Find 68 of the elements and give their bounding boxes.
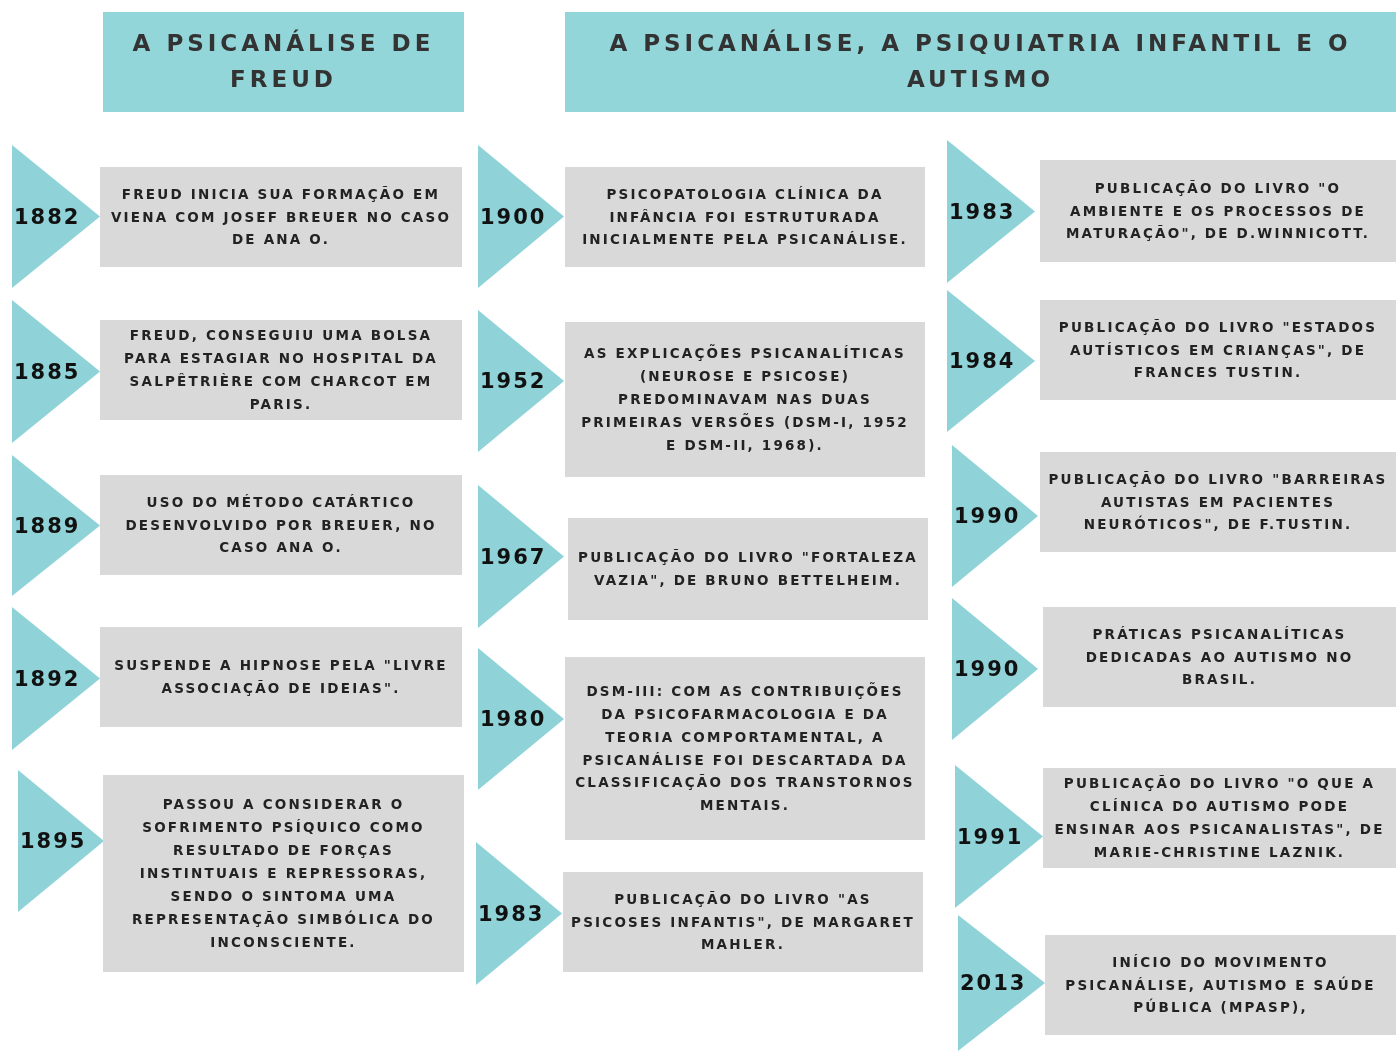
year-label: 1900 (480, 204, 547, 229)
event-text: DSM-III: COM AS CONTRIBUIÇÕES DA PSICOFARMACOLOGIA E DA TEORIA COMPORTAMENTAL, A PSICANÁLISE FOI DESCARTADA DA CLASSIFICAÇÃO DOS TRANSTORNOS MENTAIS. (574, 681, 916, 816)
year-triangle (952, 445, 1038, 587)
header-band (565, 12, 1396, 112)
event-box (1040, 160, 1396, 262)
event-box (1045, 935, 1396, 1035)
event-box (563, 872, 923, 972)
year-triangle (955, 765, 1043, 908)
event-text: PUBLICAÇÃO DO LIVRO "AS PSICOSES INFANTIS", DE MARGARET MAHLER. (571, 889, 915, 955)
year-triangle (947, 290, 1035, 432)
year-label: 1983 (949, 199, 1016, 224)
event-text: PUBLICAÇÃO DO LIVRO "FORTALEZA VAZIA", DE BRUNO BETTELHEIM. (577, 548, 919, 590)
event-text: PUBLICAÇÃO DO LIVRO "ESTADOS AUTÍSTICOS EM CRIANÇAS", DE FRANCES TUSTIN. (1057, 317, 1379, 383)
year-triangle (478, 485, 564, 628)
year-label: 1882 (14, 204, 81, 229)
event-text: PSICOPATOLOGIA CLÍNICA DA INFÂNCIA FOI ESTRUTURADA INICIALMENTE PELA PSICANÁLISE. (581, 184, 909, 250)
year-label: 1980 (480, 707, 547, 731)
header-title: A PSICANÁLISE DE FREUD (131, 28, 436, 94)
year-label: 1892 (14, 666, 81, 691)
year-triangle (478, 310, 564, 452)
event-box (100, 167, 462, 267)
event-box (568, 518, 928, 620)
event-box (100, 320, 462, 420)
year-triangle (12, 607, 100, 750)
event-box (1040, 300, 1396, 400)
event-box (1040, 452, 1396, 552)
year-label: 2013 (960, 971, 1027, 995)
event-box (1043, 607, 1396, 707)
event-box (1043, 768, 1396, 868)
year-triangle (12, 455, 100, 596)
event-text: FREUD INICIA SUA FORMAÇÃO EM VIENA COM JOSEF BREUER NO CASO DE ANA O. (109, 184, 453, 250)
year-triangle (12, 300, 100, 443)
year-label: 1889 (14, 513, 81, 538)
year-label: 1990 (954, 657, 1021, 681)
year-label: 1990 (954, 504, 1021, 528)
event-text: PUBLICAÇÃO DO LIVRO "O AMBIENTE E OS PROCESSOS DE MATURAÇÃO", DE D.WINNICOTT. (1064, 178, 1372, 244)
event-box (565, 322, 925, 477)
event-text: PUBLICAÇÃO DO LIVRO "O QUE A CLÍNICA DO AUTISMO PODE ENSINAR AOS PSICANALISTAS", DE MARIE-CHRISTINE LAZNIK. (1053, 774, 1386, 862)
event-box (565, 657, 925, 840)
year-label: 1991 (957, 824, 1024, 849)
event-text: PRÁTICAS PSICANALÍTICAS DEDICADAS AO AUTISMO NO BRASIL. (1084, 624, 1355, 690)
event-box (100, 627, 462, 727)
event-text: FREUD, CONSEGUIU UMA BOLSA PARA ESTAGIAR NO HOSPITAL DA SALPÊTRIÈRE COM CHARCOT EM PARIS. (123, 326, 439, 414)
year-triangle (12, 145, 100, 288)
year-triangle (476, 842, 562, 985)
event-text: SUSPENDE A HIPNOSE PELA "LIVRE ASSOCIAÇÃO DE IDEIAS". (113, 656, 449, 698)
event-text: AS EXPLICAÇÕES PSICANALÍTICAS (NEUROSE E PSICOSE) PREDOMINAVAM NAS DUAS PRIMEIRAS VERSÕES (DSM-I, 1952 E DSM-II, 1968). (580, 343, 910, 455)
year-label: 1984 (949, 349, 1016, 373)
year-triangle (478, 648, 564, 790)
header-title: A PSICANÁLISE, A PSIQUIATRIA INFANTIL E O AUTISMO (608, 28, 1353, 94)
header-band (103, 12, 464, 112)
event-box (565, 167, 925, 267)
year-triangle (958, 915, 1045, 1051)
event-text: INÍCIO DO MOVIMENTO PSICANÁLISE, AUTISMO E SAÚDE PÚBLICA (MPASP), (1064, 952, 1377, 1018)
year-triangle (947, 140, 1035, 283)
year-label: 1885 (14, 359, 81, 384)
year-label: 1983 (478, 901, 545, 926)
event-box (103, 775, 464, 972)
year-triangle (478, 145, 564, 288)
event-text: USO DO MÉTODO CATÁRTICO DESENVOLVIDO POR BREUER, NO CASO ANA O. (124, 492, 438, 558)
year-label: 1895 (20, 829, 87, 853)
year-label: 1967 (480, 544, 547, 569)
year-triangle (952, 598, 1038, 740)
year-triangle (18, 770, 104, 912)
event-box (100, 475, 462, 575)
year-label: 1952 (480, 369, 547, 393)
event-text: PUBLICAÇÃO DO LIVRO "BARREIRAS AUTISTAS EM PACIENTES NEURÓTICOS", DE F.TUSTIN. (1048, 469, 1388, 535)
event-text: PASSOU A CONSIDERAR O SOFRIMENTO PSÍQUICO COMO RESULTADO DE FORÇAS INSTINTUAIS E REPRESSORAS, SENDO O SINTOMA UMA REPRESENTAÇÃO SIMBÓLICA DO INCONSCIENTE. (131, 795, 436, 952)
